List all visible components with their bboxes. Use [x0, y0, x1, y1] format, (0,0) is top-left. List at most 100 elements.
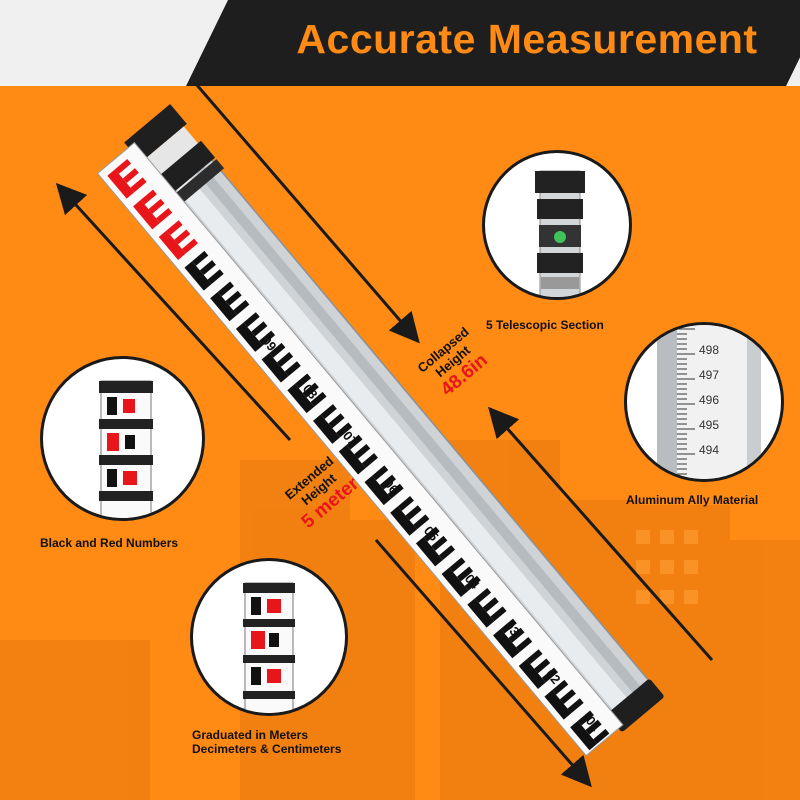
rod-mark	[354, 443, 371, 459]
rod-mark	[210, 291, 238, 322]
rod-mark	[261, 353, 289, 383]
graduated-callout	[190, 558, 348, 716]
rod-mark	[217, 281, 234, 297]
rod-mark	[438, 545, 456, 560]
rod-mark	[199, 260, 216, 275]
telescopic-top-image	[535, 170, 585, 297]
rod-mark	[233, 299, 250, 315]
rod-mark	[207, 269, 224, 285]
rod-mark	[276, 352, 294, 367]
rod-mark	[225, 290, 242, 306]
rod-mark	[567, 698, 584, 714]
rod-mark	[415, 536, 443, 567]
rod-mark	[526, 649, 543, 665]
rod-mark	[508, 627, 525, 643]
rod-mark	[251, 321, 268, 337]
rod-mark	[158, 230, 186, 260]
rod-mark	[577, 710, 594, 726]
telescopic-label: 5 Telescopic Section	[486, 318, 604, 332]
rod-mark	[372, 465, 389, 481]
rod-mark	[346, 434, 363, 450]
aluminum-callout: 498 497 496 495 494	[624, 322, 784, 482]
rod-mark	[518, 659, 546, 689]
rod-mark	[490, 606, 507, 622]
extended-rod	[96, 141, 624, 757]
rod-mark	[482, 597, 499, 613]
rod-mark	[328, 413, 345, 429]
collapsed-arrow-bottom	[488, 406, 714, 661]
rod-mark	[534, 658, 551, 674]
numbers-callout	[40, 356, 205, 521]
rod-mark	[156, 208, 173, 223]
rod-mark	[456, 566, 474, 582]
rod-mark	[235, 322, 263, 352]
rod-mark	[585, 719, 602, 735]
graduated-line2: Decimeters & Centimeters	[192, 742, 342, 756]
rod-mark	[310, 391, 327, 407]
rod-mark	[570, 720, 598, 751]
rod-mark	[544, 690, 572, 720]
rod-mark	[269, 342, 286, 358]
telescopic-callout	[482, 150, 632, 300]
rod-mark	[593, 728, 610, 744]
page-title: Accurate Measurement	[296, 16, 758, 62]
scale-tick-label: 495	[699, 418, 720, 432]
rod-mark	[541, 667, 558, 683]
rod-mark	[413, 514, 430, 530]
rod-mark	[387, 483, 404, 499]
rod-mark	[287, 383, 315, 414]
rod-mark	[464, 575, 481, 591]
rod-mark	[379, 474, 396, 490]
rod-mark	[320, 404, 337, 420]
rod-mark	[302, 382, 319, 398]
rod-mark	[559, 689, 576, 704]
scale-tick-label: 498	[699, 343, 720, 357]
rod-mark	[313, 414, 340, 444]
rod-mark	[397, 496, 414, 511]
rod-mark	[449, 557, 466, 573]
collapsed-arrow-top	[194, 83, 420, 344]
rod-mark	[364, 475, 392, 506]
rod-mark	[115, 158, 132, 174]
rod-mark	[405, 505, 422, 521]
rod-mark	[174, 229, 191, 245]
extended-arrow-top	[55, 182, 292, 442]
rod-mark	[516, 636, 533, 652]
rod-mark	[423, 526, 440, 542]
rod-mark	[181, 238, 198, 254]
scale-tick-label: 497	[699, 368, 720, 382]
extended-arrow-bottom	[374, 539, 592, 788]
rod-mark	[552, 679, 569, 695]
numbers-label: Black and Red Numbers	[40, 536, 179, 550]
rod-mark	[192, 250, 209, 266]
rod-mark	[184, 261, 212, 291]
rod-mark	[140, 189, 157, 205]
graduated-rod-image	[243, 582, 295, 713]
aluminum-label: Aluminum Ally Material	[626, 493, 759, 507]
graduated-line1: Graduated in Meters	[192, 728, 309, 742]
rod-mark	[500, 618, 517, 634]
rod-mark	[390, 506, 418, 536]
scale-tick-label: 496	[699, 393, 720, 407]
aluminum-scale-image	[657, 325, 761, 479]
collapsed-rod	[124, 103, 664, 732]
rod-mark	[338, 445, 366, 475]
rod-mark	[284, 361, 301, 377]
numbers-rod-image	[99, 380, 153, 518]
rod-mark	[474, 587, 492, 603]
rod-mark	[431, 535, 448, 551]
scale-tick-label: 494	[699, 443, 720, 457]
rod-mark	[294, 373, 312, 389]
rod-mark	[336, 422, 353, 438]
rod-mark	[130, 177, 147, 193]
rod-mark	[243, 312, 260, 328]
rod-mark	[441, 567, 469, 598]
rod-mark	[148, 198, 165, 214]
rod-mark	[107, 169, 135, 199]
rod-mark	[133, 199, 161, 230]
rod-mark	[493, 628, 520, 659]
rod-mark	[361, 453, 378, 469]
rod-mark	[122, 168, 139, 184]
rod-mark	[258, 330, 276, 346]
